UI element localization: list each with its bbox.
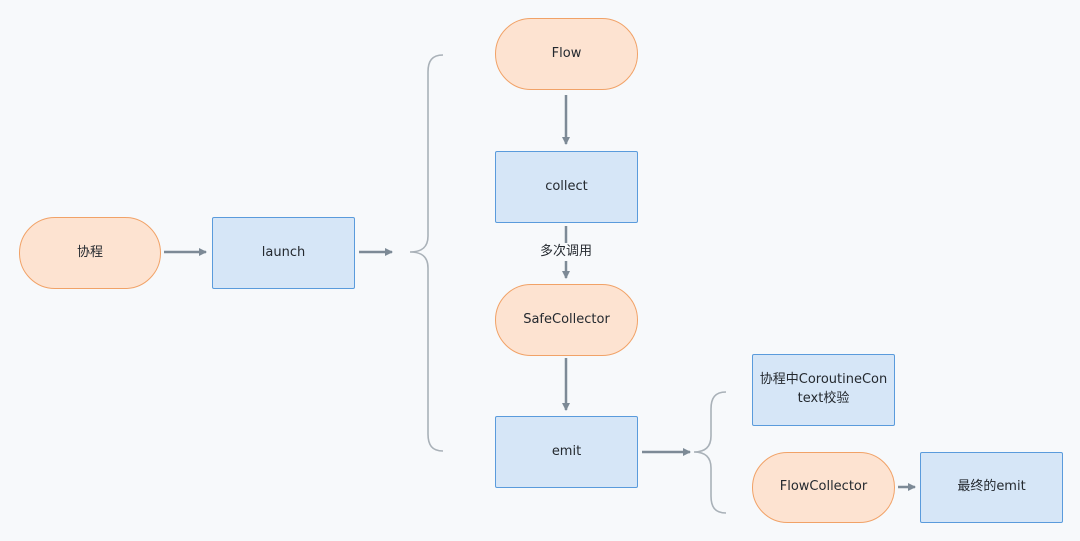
node-coroutine: 协程 bbox=[19, 217, 161, 289]
edge-label-multiple-calls: 多次调用 bbox=[538, 243, 595, 261]
node-context-check: 协程中CoroutineContext校验 bbox=[752, 354, 895, 426]
node-flow: Flow bbox=[495, 18, 638, 90]
node-collect: collect bbox=[495, 151, 638, 223]
node-final-emit: 最终的emit bbox=[920, 452, 1063, 523]
node-launch: launch bbox=[212, 217, 355, 289]
brace-small bbox=[693, 391, 727, 514]
node-flow-collector: FlowCollector bbox=[752, 452, 895, 523]
node-safe-collector: SafeCollector bbox=[495, 284, 638, 356]
brace-large bbox=[409, 54, 444, 452]
node-emit: emit bbox=[495, 416, 638, 488]
